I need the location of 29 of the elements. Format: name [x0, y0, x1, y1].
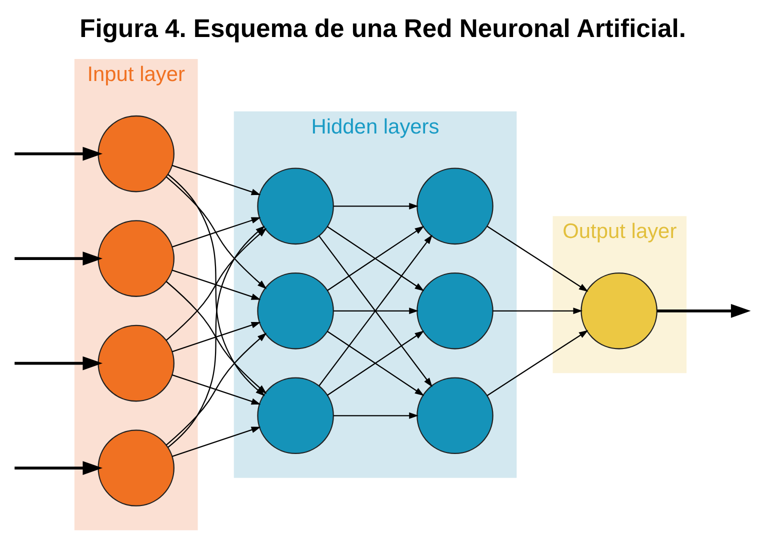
cluster: Input layer: [74, 58, 198, 530]
node-circle: [98, 115, 175, 192]
cluster: Output layer: [552, 216, 687, 374]
node-circle: [98, 324, 175, 402]
arrow: [327, 330, 424, 396]
diagram-title: Figura 4. Esquema de una Red Neuronal Artificial.: [80, 14, 686, 43]
arrow: [172, 374, 261, 405]
node-circle: [580, 272, 658, 350]
arrow: [492, 308, 583, 314]
arrow: [172, 164, 261, 196]
arrow: [14, 356, 103, 370]
arrow: [334, 412, 418, 419]
arrow: [14, 461, 103, 475]
arrow: [172, 426, 261, 457]
node-circle: [98, 430, 175, 506]
arrow: [166, 281, 267, 394]
arrow: [172, 270, 261, 300]
arrow: [172, 322, 261, 352]
arrow: [657, 304, 751, 318]
arrow: [14, 146, 103, 161]
arrow: [487, 330, 588, 396]
arrow: [334, 308, 418, 314]
node-circle: [98, 220, 175, 297]
arrow: [14, 252, 103, 266]
arrow: [487, 226, 588, 292]
arrow: [334, 202, 418, 210]
arrow: [172, 217, 261, 248]
node-circle: [416, 272, 494, 350]
cluster: Hidden layers: [234, 111, 517, 478]
